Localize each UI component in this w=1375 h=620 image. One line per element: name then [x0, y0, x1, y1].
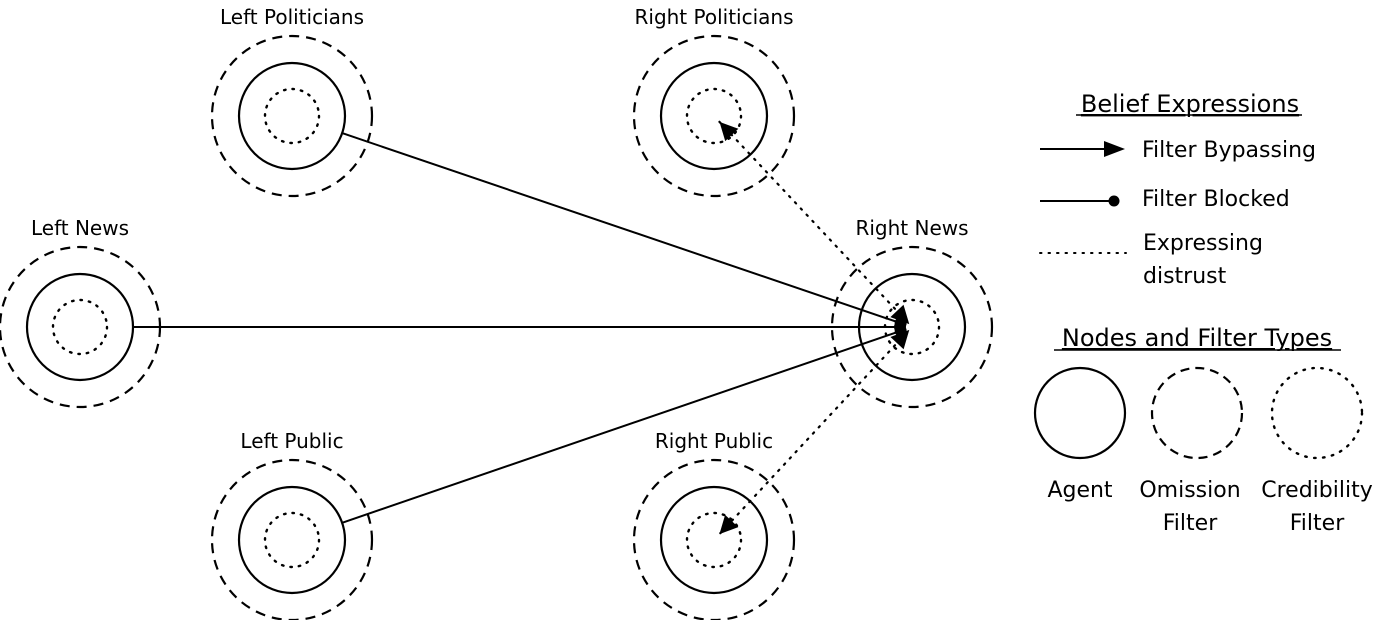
node-right-public: Right Public	[632, 429, 796, 620]
node-left-news: Left News	[0, 216, 162, 409]
legend-distrust-label-1: Expressing	[1143, 231, 1263, 256]
agent-circle	[659, 61, 769, 171]
legend-omission-label-2: Filter	[1163, 511, 1218, 536]
legend-blocked-label: Filter Blocked	[1142, 187, 1290, 212]
agent-circle	[237, 61, 347, 171]
agent-circle	[25, 272, 135, 382]
node-label: Left Public	[240, 429, 343, 453]
credibility-filter-circle	[685, 511, 743, 569]
node-left-politicians: Left Politicians	[210, 5, 374, 198]
legend-credibility-label-1: Credibility	[1261, 478, 1372, 503]
arrowhead-icon	[890, 329, 910, 350]
credibility-filter-circle	[263, 511, 321, 569]
edge-filter-blocked-left-politicians	[341, 132, 901, 325]
arrowhead-icon	[1104, 141, 1125, 157]
omission-filter-circle	[0, 245, 162, 409]
credibility-filter-circle	[685, 87, 743, 145]
credibility-filter-circle	[51, 298, 109, 356]
legend-nodes-title: Nodes and Filter Types	[1062, 324, 1332, 352]
omission-filter-circle	[830, 245, 994, 409]
legend-nodes-filters: Nodes and Filter Types Agent Omission Fi…	[1033, 324, 1373, 536]
credibility-filter-circle	[263, 87, 321, 145]
legend-item-bypassing: Filter Bypassing	[1040, 138, 1316, 163]
edge-filter-blocked-left-public	[341, 329, 901, 524]
legend-agent-label: Agent	[1047, 478, 1112, 503]
legend-item-distrust: Expressing distrust	[1039, 231, 1263, 289]
omission-filter-circle-icon	[1150, 366, 1244, 460]
node-left-public: Left Public	[210, 429, 374, 620]
legend-item-blocked: Filter Blocked	[1040, 187, 1290, 212]
node-label: Left Politicians	[220, 5, 364, 29]
legend-distrust-label-2: distrust	[1143, 264, 1227, 289]
omission-filter-circle	[632, 458, 796, 620]
credibility-filter-circle	[883, 298, 941, 356]
node-label: Right Public	[655, 429, 773, 453]
node-label: Right News	[855, 216, 968, 240]
edges-layer	[133, 120, 910, 536]
node-label: Left News	[31, 216, 129, 240]
node-label: Right Politicians	[634, 5, 793, 29]
edge-distrust-right-politicians	[718, 120, 908, 323]
blocked-dot-icon	[1108, 195, 1120, 207]
legend-credibility-label-2: Filter	[1290, 511, 1345, 536]
omission-filter-circle	[632, 34, 796, 198]
agent-circle-icon	[1033, 366, 1127, 460]
node-right-politicians: Right Politicians	[632, 5, 796, 198]
omission-filter-circle	[210, 34, 374, 198]
legend-bypassing-label: Filter Bypassing	[1142, 138, 1316, 163]
legend-omission-label-1: Omission	[1139, 478, 1240, 503]
agent-circle	[237, 485, 347, 595]
node-right-news: Right News	[830, 216, 994, 409]
omission-filter-circle	[210, 458, 374, 620]
legend-belief-title: Belief Expressions	[1081, 90, 1299, 118]
credibility-filter-circle-icon	[1270, 366, 1364, 460]
agent-circle	[857, 272, 967, 382]
legend-belief-expressions: Belief Expressions Filter Bypassing Filt…	[1039, 90, 1316, 289]
arrowhead-icon	[890, 304, 910, 325]
agent-circle	[659, 485, 769, 595]
arrowhead-icon	[719, 121, 739, 142]
arrowhead-icon	[719, 514, 739, 535]
